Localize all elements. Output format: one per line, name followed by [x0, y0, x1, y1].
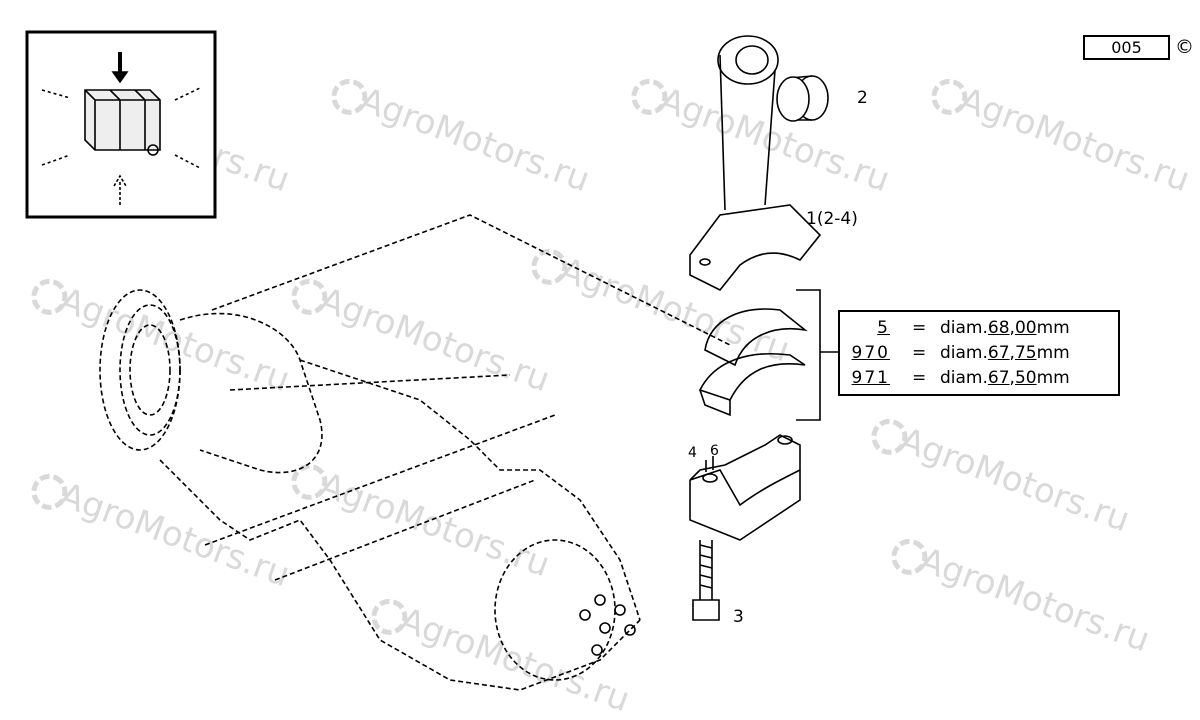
diameter: diam.68,00mm [940, 318, 1070, 338]
equals: = [912, 368, 927, 388]
connecting-rod-cap [689, 434, 801, 541]
callout-2: 2 [857, 88, 868, 108]
callout-1: 1(2-4) [806, 209, 858, 229]
equals: = [912, 318, 927, 338]
part-code: 971 [851, 368, 890, 388]
copyright-icon: © [1175, 36, 1194, 58]
part-code: 5 [877, 318, 890, 338]
connecting-rod [689, 35, 822, 292]
diameter: diam.67,50mm [940, 368, 1070, 388]
connecting-rod-bolt [692, 540, 720, 621]
orientation-inset [25, 30, 217, 219]
callout-3: 3 [733, 607, 744, 627]
crankshaft-flange-holes [579, 594, 636, 656]
piston-pin-bushing [776, 75, 829, 122]
callout-4: 4 [688, 445, 697, 461]
bearing-size-table: 5 = diam.68,00mm 970 = diam.67,75mm 971 … [838, 310, 1120, 396]
part-code: 970 [851, 343, 890, 363]
bracket-line [796, 289, 838, 421]
crankshaft [99, 214, 731, 691]
callout-6: 6 [710, 443, 719, 459]
diameter: diam.67,75mm [940, 343, 1070, 363]
bearing-shells [698, 308, 808, 417]
page-number-box: 005 [1083, 35, 1170, 60]
leader-lines [705, 456, 714, 472]
equals: = [912, 343, 927, 363]
